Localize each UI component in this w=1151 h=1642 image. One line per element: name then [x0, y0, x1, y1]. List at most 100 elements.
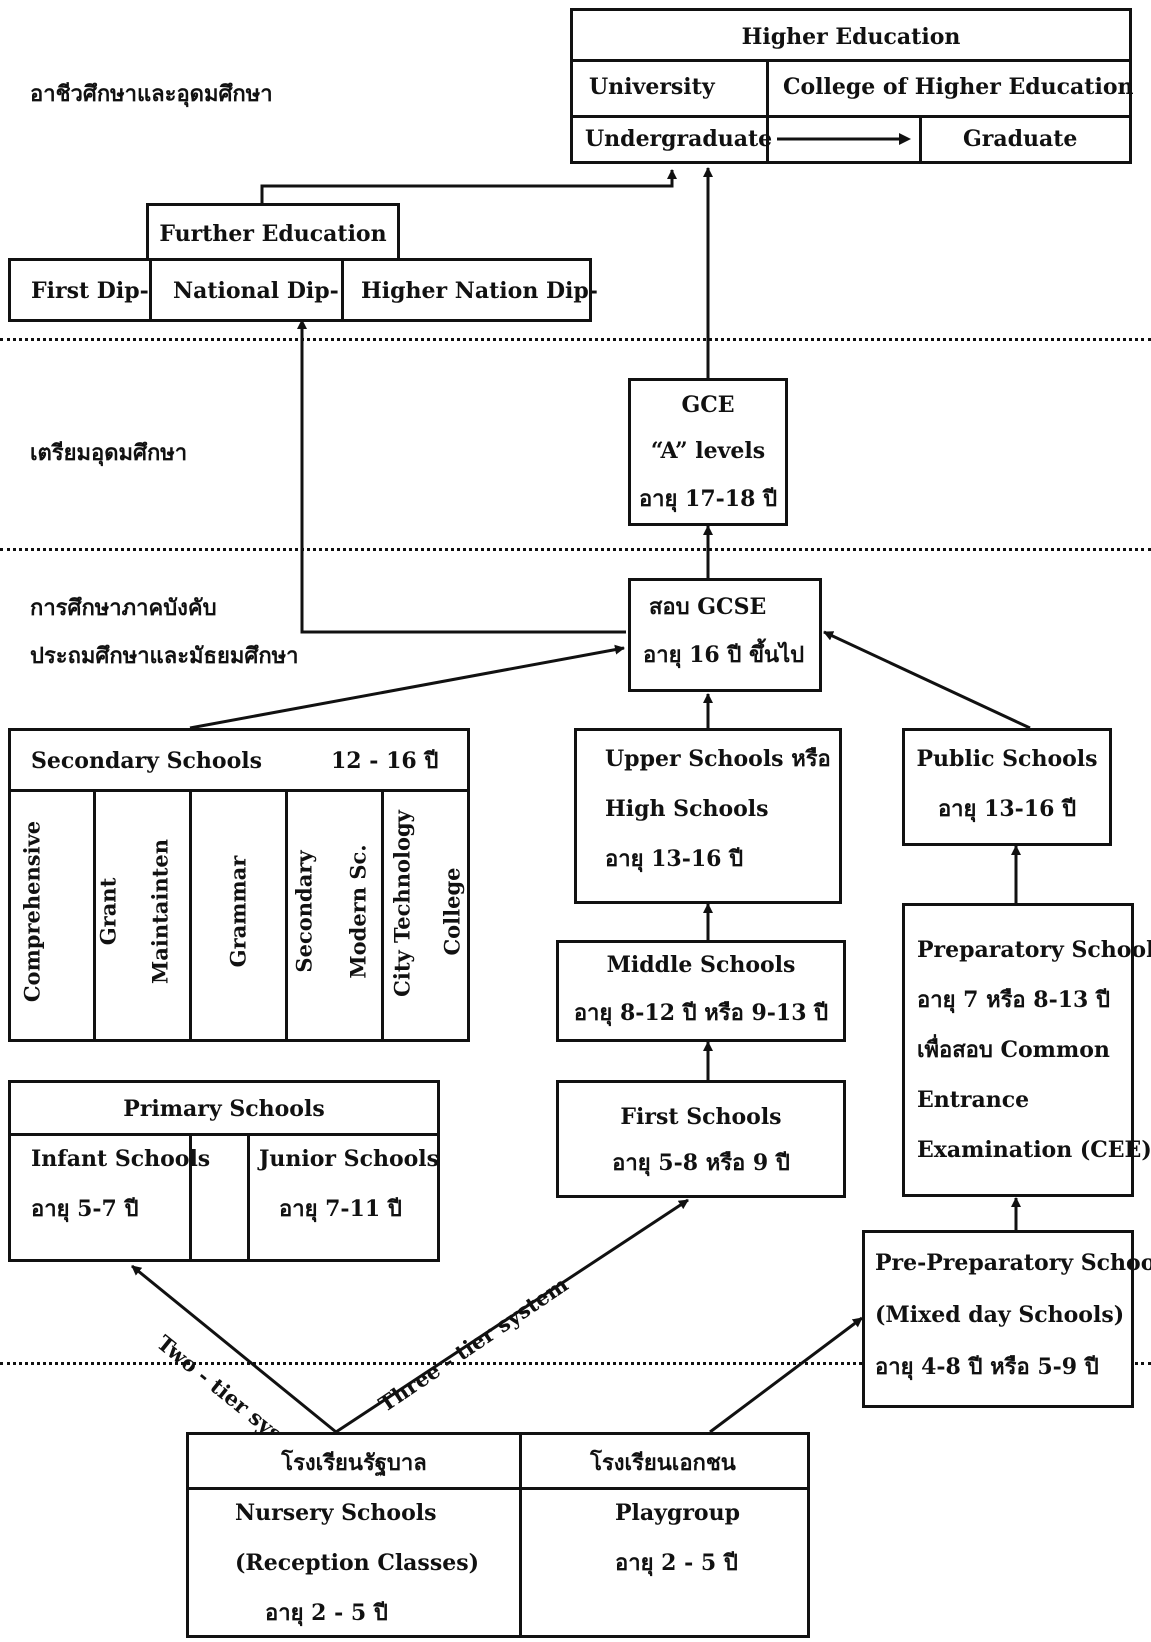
pre-preparatory-schools-box: Pre-Preparatory Schools (Mixed day Schoo…	[862, 1230, 1151, 1408]
upper-schools-box: Upper Schools หรือ High Schools อายุ 13-…	[574, 728, 842, 904]
graduate-label: Graduate	[963, 126, 1078, 152]
infant-age: อายุ 5-7 ปี	[31, 1196, 139, 1222]
public-line-1: Public Schools	[916, 746, 1098, 772]
secondary-modern-label-2: Modern Sc.	[345, 844, 371, 979]
secondary-age: 12 - 16 ปี	[331, 748, 439, 774]
divider	[247, 1133, 250, 1259]
gce-line-3: อายุ 17-18 ปี	[638, 486, 778, 512]
playgroup-line-1: Playgroup	[615, 1500, 740, 1526]
preparatory-line-3: เพื่อสอบ Common	[917, 1037, 1110, 1063]
pre-prep-line-2: (Mixed day Schools)	[875, 1302, 1125, 1328]
infant-label: Infant Schools	[31, 1146, 211, 1172]
arrow-public-to-gcse	[823, 630, 1031, 730]
secondary-modern-label-1: Secondary	[291, 850, 317, 973]
divider	[11, 789, 467, 792]
divider	[341, 261, 344, 319]
upper-line-3: อายุ 13-16 ปี	[605, 846, 744, 872]
arrow-two-tier	[131, 1264, 337, 1434]
upper-line-1: Upper Schools หรือ	[605, 746, 831, 772]
junior-label: Junior Schools	[259, 1146, 440, 1172]
pre-prep-line-3: อายุ 4-8 ปี หรือ 5-9 ปี	[875, 1354, 1099, 1380]
section-label-prep: เตรียมอุดมศึกษา	[30, 440, 188, 466]
divider	[519, 1435, 522, 1635]
arrow-gcse-to-further	[297, 319, 626, 634]
preparatory-line-5: Examination (CEE)	[917, 1137, 1151, 1163]
grammar-label: Grammar	[225, 855, 251, 968]
gcse-box: สอบ GCSE อายุ 16 ปี ขึ้นไป	[628, 578, 822, 692]
middle-line-1: Middle Schools	[606, 952, 796, 978]
section-label-higher: อาชีวศึกษาและอุดมศึกษา	[30, 81, 273, 107]
secondary-title: Secondary Schools	[31, 748, 262, 774]
arrow-private-to-preprep	[709, 1316, 863, 1434]
preparatory-schools-box: Preparatory Schools อายุ 7 หรือ 8-13 ปี …	[902, 903, 1151, 1197]
college-column-label: College	[439, 867, 465, 956]
state-schools-title: โรงเรียนรัฐบาล	[281, 1450, 427, 1476]
divider	[11, 1133, 437, 1136]
preschool-box: โรงเรียนรัฐบาล โรงเรียนเอกชน Nursery Sch…	[186, 1432, 810, 1638]
grant-label: Grant	[95, 877, 121, 946]
public-schools-box: Public Schools อายุ 13-16 ปี	[902, 728, 1112, 846]
divider	[189, 789, 192, 1039]
further-diplomas-box: First Dip- National Dip- Higher Nation D…	[8, 258, 598, 322]
gce-line-1: GCE	[681, 392, 735, 418]
arrow-three-tier	[335, 1198, 689, 1434]
preparatory-line-2: อายุ 7 หรือ 8-13 ปี	[917, 987, 1110, 1013]
divider-prep	[0, 548, 1151, 551]
university-label: University	[589, 74, 715, 100]
divider	[93, 789, 96, 1039]
arrow-undergrad-to-graduate	[777, 133, 911, 145]
first-line-1: First Schools	[620, 1104, 782, 1130]
divider	[573, 115, 1129, 118]
primary-title: Primary Schools	[123, 1096, 325, 1122]
nursery-line-2: (Reception Classes)	[235, 1550, 479, 1576]
gcse-line-1: สอบ GCSE	[649, 594, 767, 620]
divider-higher	[0, 338, 1151, 341]
undergraduate-label: Undergraduate	[585, 126, 773, 152]
junior-age: อายุ 7-11 ปี	[279, 1196, 402, 1222]
public-line-2: อายุ 13-16 ปี	[937, 796, 1077, 822]
national-diploma-label: National Dip-	[173, 278, 339, 304]
divider	[149, 261, 152, 319]
arrow-further-to-higher	[260, 169, 677, 203]
playgroup-line-2: อายุ 2 - 5 ปี	[615, 1550, 738, 1576]
maintainten-label: Maintainten	[147, 839, 173, 984]
higher-national-diploma-label: Higher Nation Dip-	[361, 278, 598, 304]
divider	[189, 1133, 192, 1259]
divider	[285, 789, 288, 1039]
nursery-line-1: Nursery Schools	[235, 1500, 437, 1526]
pre-prep-line-1: Pre-Preparatory Schools	[875, 1250, 1151, 1276]
city-technology-label: City Technology	[389, 810, 415, 997]
first-diploma-label: First Dip-	[31, 278, 149, 304]
secondary-schools-box: Secondary Schools 12 - 16 ปี Comprehensi…	[8, 728, 470, 1042]
divider	[381, 789, 384, 1039]
first-line-2: อายุ 5-8 หรือ 9 ปี	[612, 1150, 790, 1176]
preparatory-line-1: Preparatory Schools	[917, 937, 1151, 963]
first-schools-box: First Schools อายุ 5-8 หรือ 9 ปี	[556, 1080, 846, 1198]
middle-schools-box: Middle Schools อายุ 8-12 ปี หรือ 9-13 ปี	[556, 940, 846, 1042]
preparatory-line-4: Entrance	[917, 1087, 1030, 1113]
divider	[189, 1487, 807, 1490]
higher-education-title: Higher Education	[741, 24, 961, 50]
college-label: College of Higher Education	[783, 74, 1134, 100]
primary-schools-box: Primary Schools Infant Schools อายุ 5-7 …	[8, 1080, 440, 1262]
gce-line-2: “A” levels	[650, 438, 766, 464]
divider-preschool	[0, 1362, 1151, 1365]
private-schools-title: โรงเรียนเอกชน	[590, 1450, 736, 1476]
divider	[766, 59, 769, 115]
section-label-compulsory-1: การศึกษาภาคบังคับ	[30, 595, 217, 621]
further-education-box: Further Education	[146, 203, 400, 261]
upper-line-2: High Schools	[605, 796, 769, 822]
arrow-secondary-to-gcse	[189, 644, 625, 730]
further-education-title: Further Education	[159, 221, 387, 247]
middle-line-2: อายุ 8-12 ปี หรือ 9-13 ปี	[573, 1000, 829, 1026]
divider	[573, 59, 1129, 62]
gcse-line-2: อายุ 16 ปี ขึ้นไป	[643, 642, 805, 668]
section-label-compulsory-2: ประถมศึกษาและมัธยมศึกษา	[30, 643, 299, 669]
gce-box: GCE “A” levels อายุ 17-18 ปี	[628, 378, 788, 526]
divider	[766, 115, 769, 161]
nursery-line-3: อายุ 2 - 5 ปี	[265, 1600, 388, 1626]
higher-education-box: Higher Education University College of H…	[570, 8, 1134, 164]
comprehensive-label: Comprehensive	[19, 820, 45, 1003]
divider	[919, 115, 922, 161]
